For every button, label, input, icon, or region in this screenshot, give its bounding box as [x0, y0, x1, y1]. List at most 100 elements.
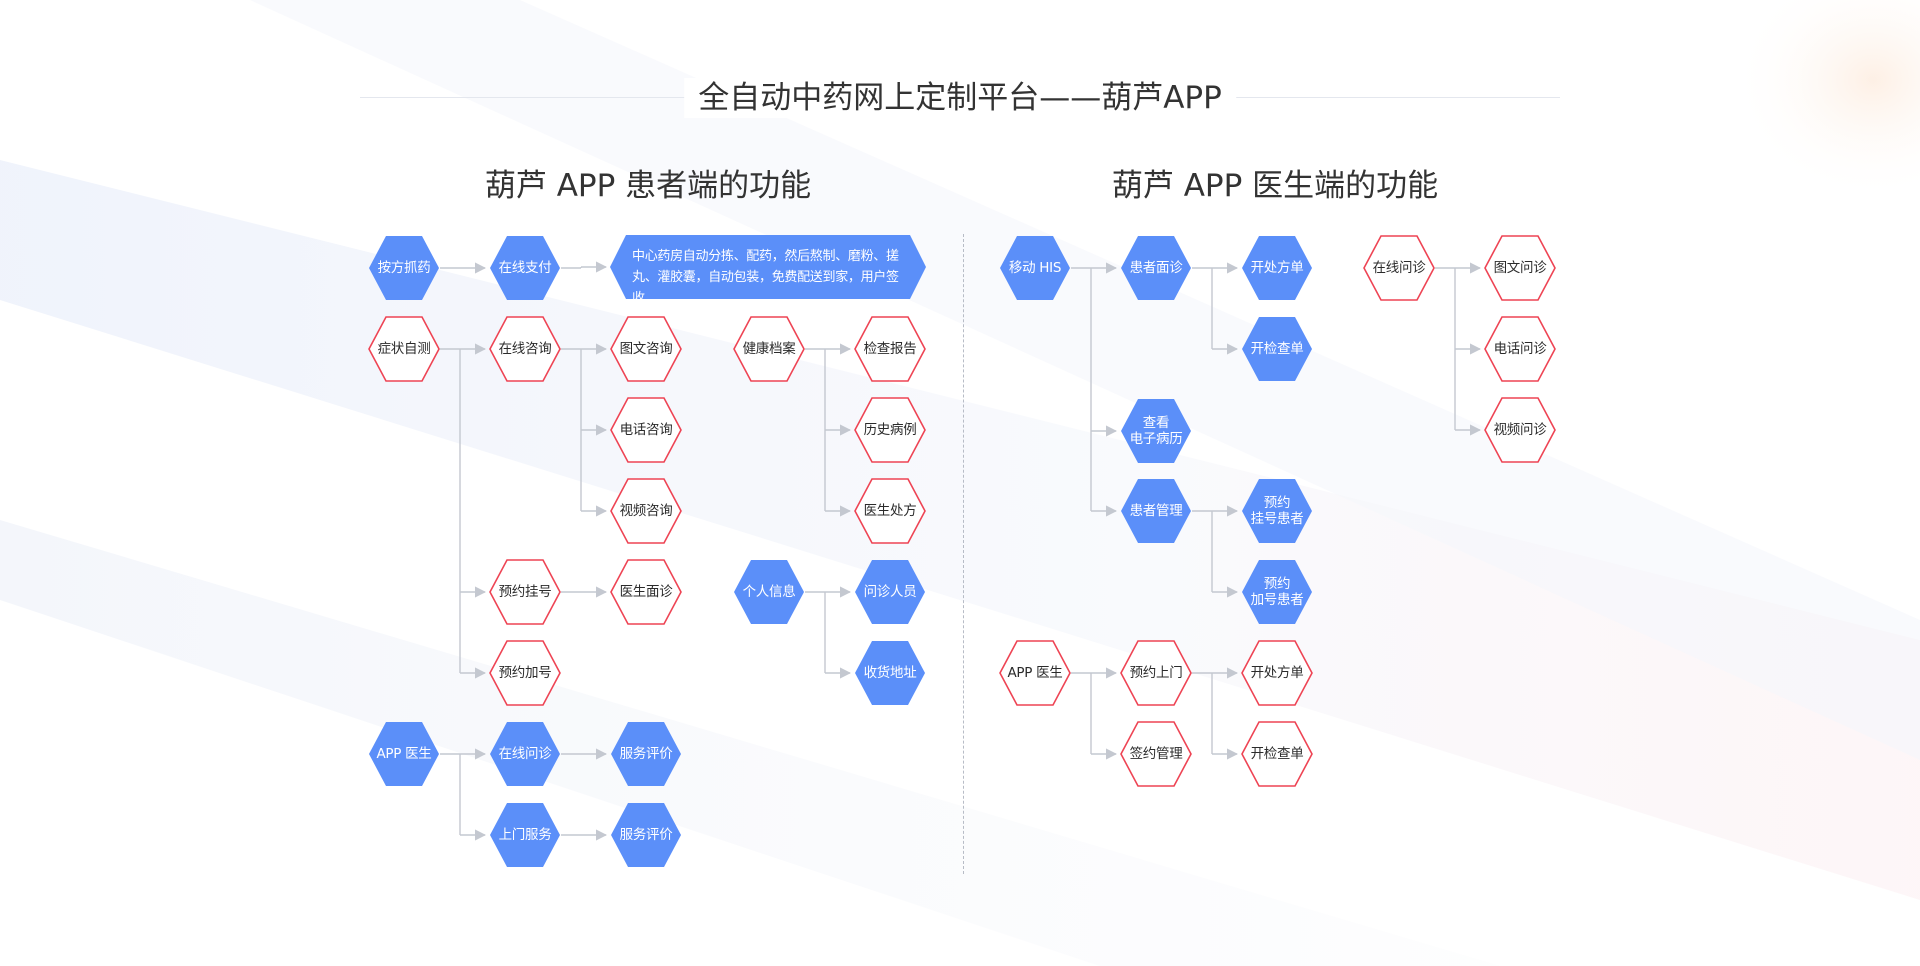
- node-label: 电话咨询: [619, 422, 673, 438]
- node-zaixian-zixun[interactable]: 在线咨询: [489, 316, 561, 382]
- hexagon-shape: [733, 316, 805, 382]
- node-yuyue-jiahao[interactable]: 预约加号: [489, 640, 561, 706]
- node-chakan-bingli[interactable]: 查看 电子病历: [1120, 398, 1192, 464]
- node-jiancha-baogao[interactable]: 检查报告: [854, 316, 926, 382]
- hexagon-shape: [610, 397, 682, 463]
- node-yuyue-guahao[interactable]: 预约挂号: [489, 559, 561, 625]
- hexagon-shape: [1241, 721, 1313, 787]
- hexagon-shape: [611, 803, 681, 867]
- node-label: 历史病例: [863, 422, 917, 438]
- node-label: 服务评价: [619, 827, 673, 843]
- hexagon-shape: [1121, 479, 1191, 543]
- node-label: 图文咨询: [619, 341, 673, 357]
- node-label: 在线支付: [498, 260, 552, 276]
- node-shouhuo-dizhi[interactable]: 收货地址: [854, 640, 926, 706]
- node-shangmen-fuwu[interactable]: 上门服务: [489, 802, 561, 868]
- node-app-yisheng-d[interactable]: APP 医生: [999, 640, 1071, 706]
- node-shipin-wenzhen[interactable]: 视频问诊: [1484, 397, 1556, 463]
- hexagon-shape: [1121, 399, 1191, 463]
- node-wenzhen-renyuan[interactable]: 问诊人员: [854, 559, 926, 625]
- hexagon-shape: [490, 236, 560, 300]
- node-yisheng-chufang[interactable]: 医生处方: [854, 478, 926, 544]
- hexagon-shape: [854, 478, 926, 544]
- node-dianhua-zixun[interactable]: 电话咨询: [610, 397, 682, 463]
- node-label: 开检查单: [1250, 746, 1304, 762]
- hexagon-shape: [1484, 235, 1556, 301]
- node-label: 开处方单: [1250, 260, 1304, 276]
- hexagon-shape: [854, 397, 926, 463]
- node-kaijian-chadan-2[interactable]: 开检查单: [1241, 721, 1313, 787]
- hexagon-shape: [999, 640, 1071, 706]
- node-zaixian-wenzhen-p[interactable]: 在线问诊: [489, 721, 561, 787]
- hexagon-shape: [1241, 640, 1313, 706]
- hexagon-shape: [1120, 640, 1192, 706]
- patient-section-title: 葫芦 APP 患者端的功能: [484, 168, 812, 204]
- hexagon-shape: [1242, 317, 1312, 381]
- main-title-bar: 全自动中药网上定制平台——葫芦APP: [360, 78, 1560, 118]
- hexagon-shape: [610, 316, 682, 382]
- node-tuwen-zixun[interactable]: 图文咨询: [610, 316, 682, 382]
- hexagon-shape: [1000, 236, 1070, 300]
- node-kaichu-fangdan-1[interactable]: 开处方单: [1241, 235, 1313, 301]
- node-label: APP 医生: [376, 746, 432, 762]
- node-kaichu-fangdan-2[interactable]: 开处方单: [1241, 640, 1313, 706]
- node-label: 电话问诊: [1493, 341, 1547, 357]
- node-yisheng-mianzhen[interactable]: 医生面诊: [610, 559, 682, 625]
- node-label: 查看 电子病历: [1129, 415, 1183, 447]
- node-yuyue-jiahao-huanzhe[interactable]: 预约 加号患者: [1241, 559, 1313, 625]
- node-shipin-zixun[interactable]: 视频咨询: [610, 478, 682, 544]
- node-kaijian-chadan-1[interactable]: 开检查单: [1241, 316, 1313, 382]
- node-geren-xinxi[interactable]: 个人信息: [733, 559, 805, 625]
- node-zaixian-wenzhen-d[interactable]: 在线问诊: [1363, 235, 1435, 301]
- node-qianyue-guanli[interactable]: 签约管理: [1120, 721, 1192, 787]
- node-label: 开检查单: [1250, 341, 1304, 357]
- node-jiankang-dangan[interactable]: 健康档案: [733, 316, 805, 382]
- hexagon-shape: [369, 236, 439, 300]
- process-description-node[interactable]: 中心药房自动分拣、配药，然后熬制、磨粉、搓丸、灌胶囊，自动包装，免费配送到家，用…: [610, 235, 926, 306]
- hexagon-shape: [1121, 236, 1191, 300]
- node-zhengzhuang[interactable]: 症状自测: [368, 316, 440, 382]
- node-yuyue-guahao-huanzhe[interactable]: 预约 挂号患者: [1241, 478, 1313, 544]
- node-huanzhe-guanli[interactable]: 患者管理: [1120, 478, 1192, 544]
- hexagon-shape: [1484, 397, 1556, 463]
- hexagon-shape: [854, 316, 926, 382]
- hexagon-shape: [855, 641, 925, 705]
- node-label: 开处方单: [1250, 665, 1304, 681]
- node-label: 医生面诊: [619, 584, 673, 600]
- node-anfang[interactable]: 按方抓药: [368, 235, 440, 301]
- node-label: 上门服务: [498, 827, 552, 843]
- hexagon-shape: [490, 803, 560, 867]
- hexagon-shape: [1120, 721, 1192, 787]
- hexagon-shape: [490, 722, 560, 786]
- node-label: 预约加号: [498, 665, 552, 681]
- node-huanzhe-mianzhen[interactable]: 患者面诊: [1120, 235, 1192, 301]
- hexagon-shape: [1484, 316, 1556, 382]
- node-lishi-bingli[interactable]: 历史病例: [854, 397, 926, 463]
- node-fuwu-pingjia-2[interactable]: 服务评价: [610, 802, 682, 868]
- node-zaixian-zhifu[interactable]: 在线支付: [489, 235, 561, 301]
- node-tuwen-wenzhen[interactable]: 图文问诊: [1484, 235, 1556, 301]
- node-label: 在线问诊: [498, 746, 552, 762]
- node-label: 检查报告: [863, 341, 917, 357]
- node-label: 按方抓药: [377, 260, 431, 276]
- node-label: 预约上门: [1129, 665, 1183, 681]
- node-yuyue-shangmen[interactable]: 预约上门: [1120, 640, 1192, 706]
- hexagon-shape: [610, 559, 682, 625]
- hexagon-shape: [1242, 479, 1312, 543]
- hexagon-shape: [489, 640, 561, 706]
- node-label: 在线问诊: [1372, 260, 1426, 276]
- hexagon-shape: [1363, 235, 1435, 301]
- node-label: 问诊人员: [863, 584, 917, 600]
- process-description-text: 中心药房自动分拣、配药，然后熬制、磨粉、搓丸、灌胶囊，自动包装，免费配送到家，用…: [632, 249, 899, 306]
- node-dianhua-wenzhen[interactable]: 电话问诊: [1484, 316, 1556, 382]
- node-yidong-his[interactable]: 移动 HIS: [999, 235, 1071, 301]
- node-label: 视频问诊: [1493, 422, 1547, 438]
- node-label: 收货地址: [863, 665, 917, 681]
- hexagon-shape: [368, 316, 440, 382]
- node-app-yisheng-p[interactable]: APP 医生: [368, 721, 440, 787]
- node-label: 患者面诊: [1129, 260, 1183, 276]
- node-label: APP 医生: [1007, 665, 1063, 681]
- section-divider: [963, 234, 964, 874]
- node-fuwu-pingjia-1[interactable]: 服务评价: [610, 721, 682, 787]
